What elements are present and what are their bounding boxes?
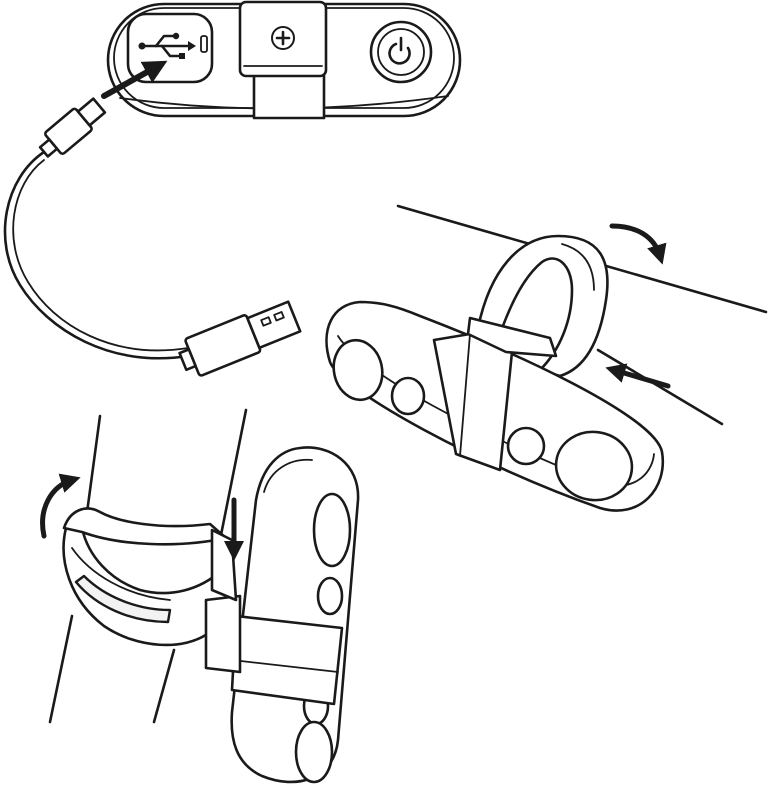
lens-left-small xyxy=(390,376,426,416)
power-button xyxy=(369,20,433,84)
handlebar-mount-panel xyxy=(325,204,768,512)
rotate-arrow-icon xyxy=(40,473,81,539)
tail-light-top-view xyxy=(106,0,462,120)
mount-clip xyxy=(238,0,328,120)
seatpost-mount-panel xyxy=(40,408,360,784)
usb-a-plug xyxy=(178,300,302,377)
charging-panel xyxy=(3,0,462,377)
rotate-arrow-icon xyxy=(609,223,667,265)
power-icon xyxy=(388,36,411,65)
rubber-strap xyxy=(62,507,234,647)
lens-top-small xyxy=(316,576,344,616)
push-arrow-icon xyxy=(605,363,671,389)
lens-right-small xyxy=(506,426,546,466)
lens-bottom-large xyxy=(294,720,334,784)
insert-arrow-icon xyxy=(101,60,168,99)
lens-right-large xyxy=(554,430,634,502)
seatpost-tube xyxy=(48,408,248,724)
lens-top-large xyxy=(312,492,352,568)
charging-cable xyxy=(3,150,190,360)
usb-symbol-icon xyxy=(138,32,196,59)
lens-left-large xyxy=(332,338,384,402)
tail-light-side-view xyxy=(325,300,665,512)
micro-usb-plug xyxy=(38,97,107,158)
rubber-strap xyxy=(476,234,609,378)
screw-icon xyxy=(271,26,295,50)
